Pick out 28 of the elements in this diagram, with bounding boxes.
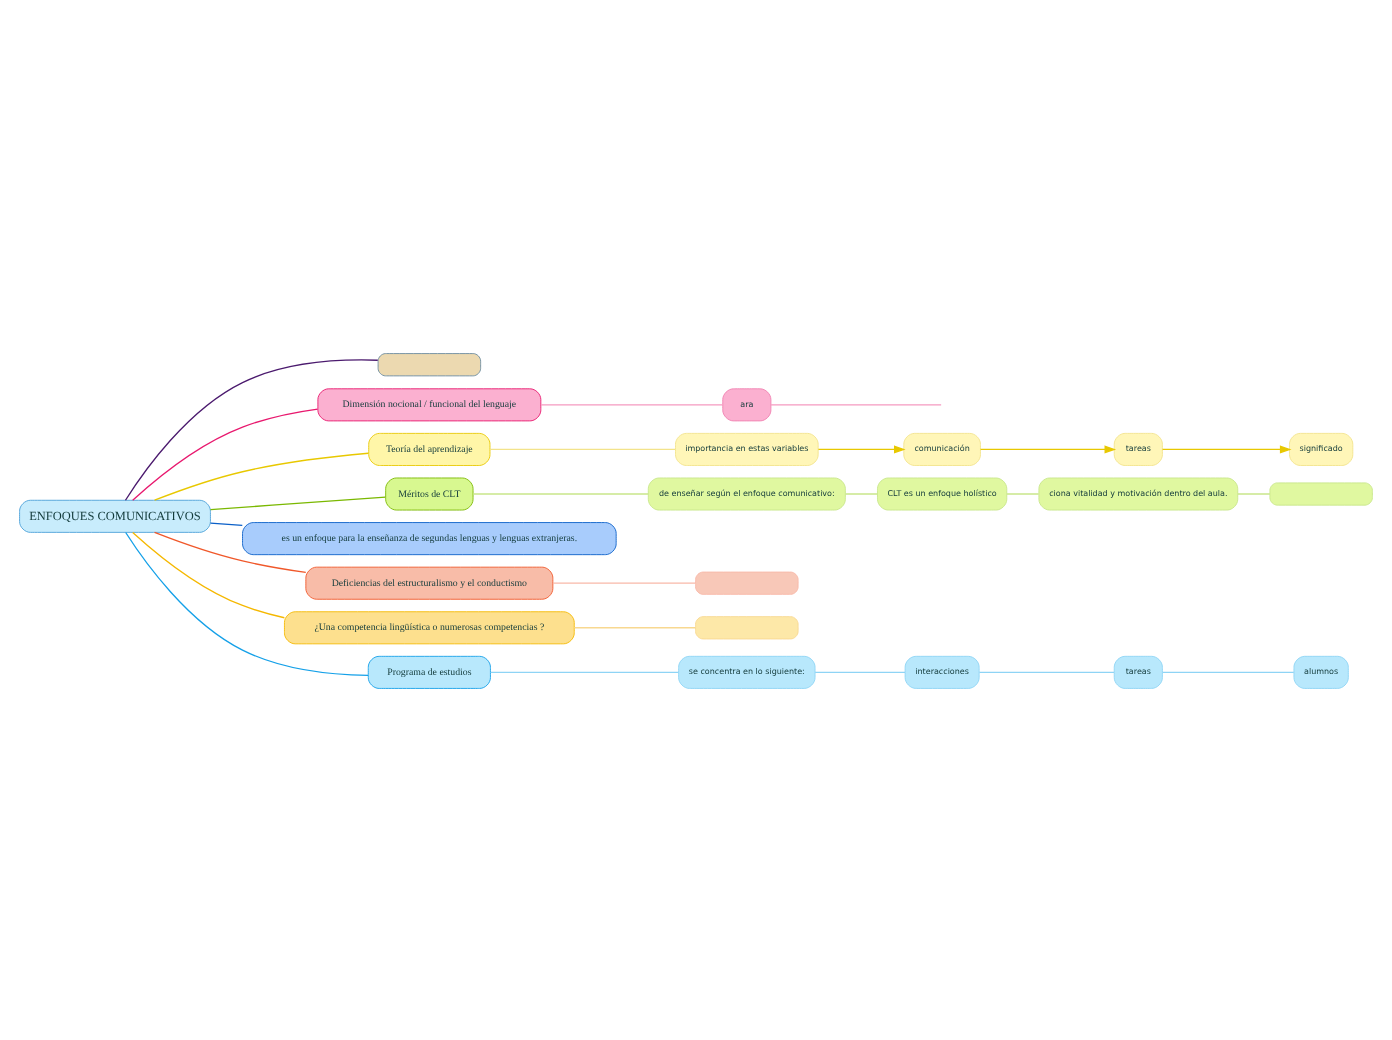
connector bbox=[132, 530, 286, 618]
node-box bbox=[1269, 481, 1373, 505]
connector bbox=[124, 358, 379, 500]
connector bbox=[540, 403, 724, 405]
connector bbox=[153, 451, 370, 500]
connector bbox=[844, 492, 879, 494]
connector bbox=[1006, 492, 1040, 494]
arrow bbox=[979, 444, 1117, 453]
connector bbox=[209, 521, 243, 525]
connector bbox=[1237, 492, 1271, 494]
node-box bbox=[695, 570, 799, 594]
connector bbox=[125, 530, 369, 675]
connector bbox=[770, 403, 942, 405]
connector bbox=[490, 670, 680, 673]
node-box bbox=[377, 352, 482, 376]
connector bbox=[1161, 670, 1295, 673]
connector bbox=[209, 495, 387, 510]
arrow bbox=[1161, 444, 1292, 453]
node-box bbox=[695, 615, 799, 639]
connector bbox=[132, 407, 319, 500]
connector bbox=[978, 670, 1115, 673]
arrow bbox=[817, 444, 906, 453]
connector bbox=[472, 492, 649, 494]
connector bbox=[814, 670, 906, 673]
connector bbox=[573, 626, 697, 628]
connector bbox=[489, 447, 677, 450]
connector bbox=[153, 530, 307, 573]
connector bbox=[552, 581, 696, 583]
